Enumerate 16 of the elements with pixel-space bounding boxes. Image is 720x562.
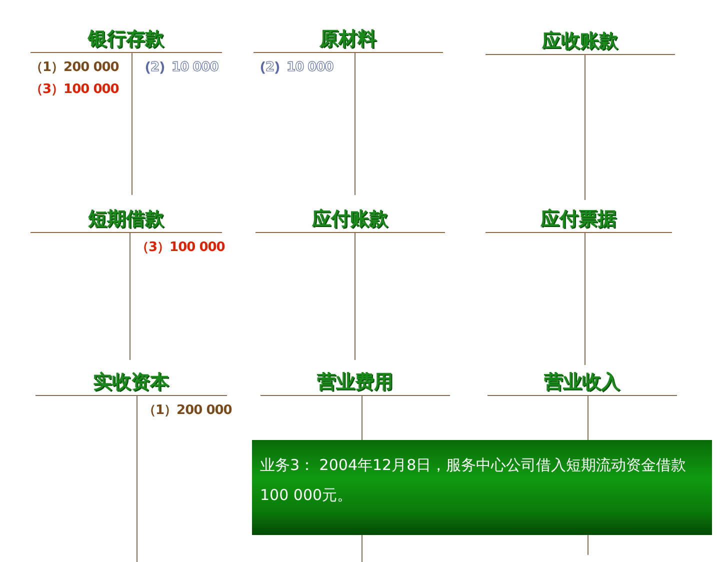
entry-amount: （1）200 000: [143, 402, 232, 419]
entry-amount: （1）200 000: [30, 59, 119, 76]
entry-amount: （3）100 000: [30, 81, 119, 98]
transaction-note: 业务3： 2004年12月8日，服务中心公司借入短期流动资金借款100 000元。: [252, 440, 712, 535]
account-title: 应收账款: [542, 29, 618, 54]
entry-amount: （3）100 000: [136, 239, 225, 256]
entry-amount: （2）10 000: [138, 59, 218, 76]
account-title: 应付账款: [312, 207, 388, 232]
account-title: 原材料: [320, 27, 376, 52]
entry-amount: （2）10 000: [253, 59, 334, 76]
account-title: 实收资本: [93, 370, 169, 395]
account-title: 应付票据: [540, 207, 616, 232]
account-title: 营业费用: [317, 370, 393, 395]
account-title: 短期借款: [88, 207, 164, 232]
account-title: 银行存款: [88, 27, 164, 52]
account-title: 营业收入: [544, 370, 620, 395]
